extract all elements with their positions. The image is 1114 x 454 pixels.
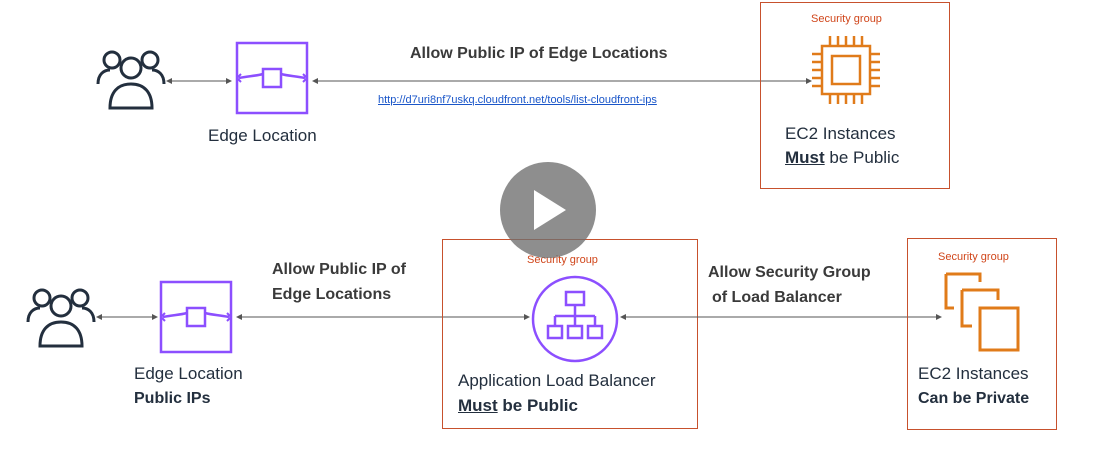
alb-ec2-arrow	[620, 314, 942, 320]
edge-ec2-arrow	[312, 78, 812, 84]
must-text: Must	[785, 148, 825, 167]
alb-label: Application Load Balancer	[458, 371, 656, 390]
alb-must-text: Must	[458, 396, 498, 415]
bottom-heading-line2: Edge Locations	[272, 286, 392, 303]
edge-location-label: Edge Location	[208, 126, 317, 145]
ec2-instances-label-bottom: EC2 Instances	[918, 364, 1029, 383]
users-edge-arrow-bottom	[96, 314, 158, 320]
security-group-box-ec2	[907, 238, 1057, 430]
edge-location-icon-bottom	[159, 280, 233, 354]
edge-location-icon	[235, 41, 309, 115]
play-button[interactable]	[500, 162, 596, 258]
can-be-private-label: Can be Private	[918, 390, 1030, 407]
ec2-must-public-label: Must be Public	[785, 148, 899, 168]
sg-heading-line2: of Load Balancer	[712, 289, 842, 306]
alb-be-public-text: be Public	[497, 396, 578, 415]
load-balancer-icon	[531, 275, 619, 363]
play-icon	[534, 190, 566, 230]
users-edge-arrow	[166, 78, 232, 84]
ec2-chip-icon	[812, 36, 880, 104]
ec2-security-group-label: Security group	[938, 251, 1009, 263]
bottom-heading-line1: Allow Public IP of	[272, 261, 406, 278]
top-heading: Allow Public IP of Edge Locations	[410, 45, 668, 62]
cloudfront-ips-link[interactable]: http://d7uri8nf7uskq.cloudfront.net/tool…	[378, 94, 657, 106]
users-icon-bottom	[26, 288, 96, 348]
edge-location-label-bottom: Edge Location	[134, 364, 243, 383]
security-group-label: Security group	[811, 13, 882, 25]
alb-must-public-label: Must be Public	[458, 396, 578, 416]
users-icon	[96, 50, 166, 110]
ec2-instances-icon	[944, 272, 1020, 352]
public-ips-label: Public IPs	[134, 390, 211, 407]
security-group-box-top	[760, 2, 950, 189]
edge-alb-arrow	[236, 314, 530, 320]
be-public-text: be Public	[824, 148, 900, 167]
sg-heading-line1: Allow Security Group	[708, 264, 871, 281]
ec2-instances-label: EC2 Instances	[785, 124, 896, 143]
